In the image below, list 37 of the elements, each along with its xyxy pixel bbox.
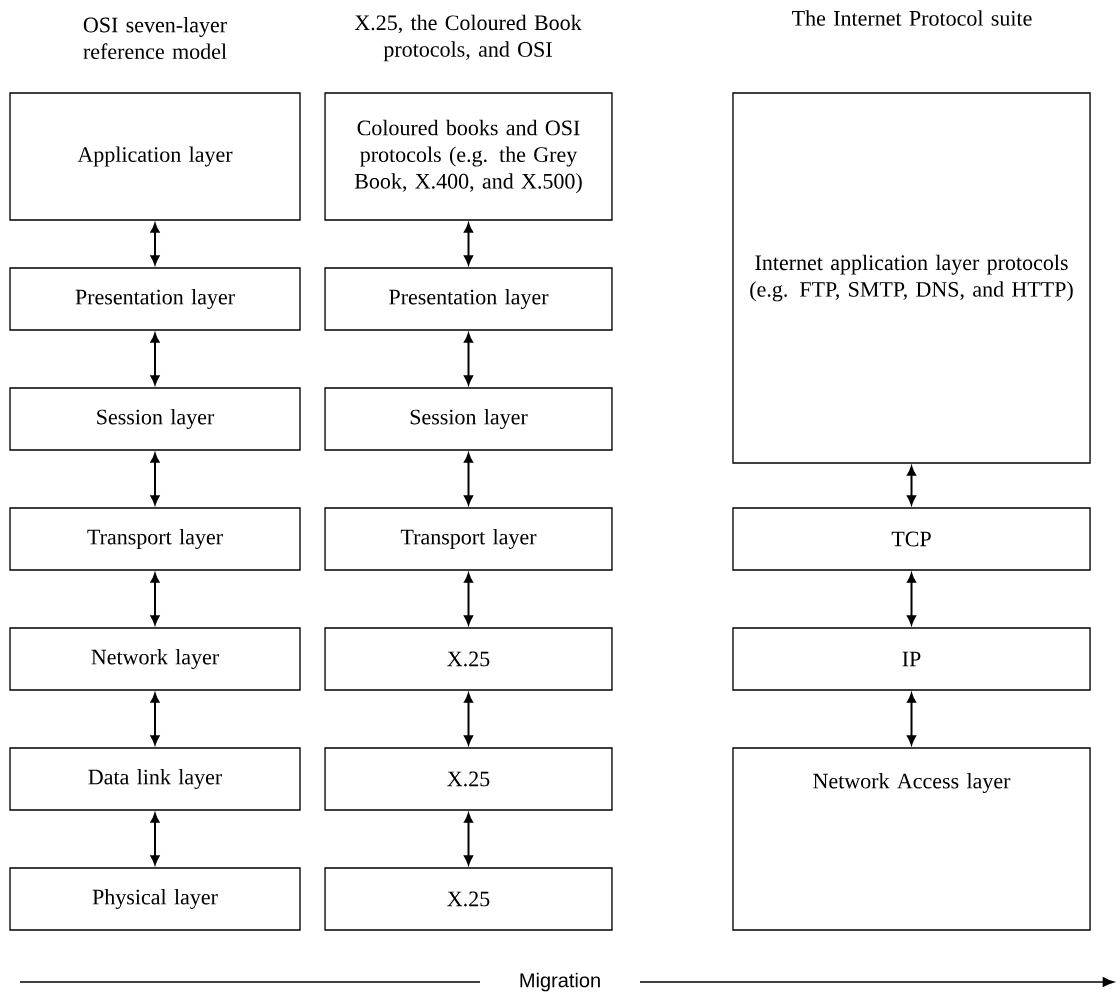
arrow	[907, 466, 916, 505]
arrow	[150, 813, 160, 865]
arrow	[464, 333, 473, 385]
column-heading: OSI seven-layer reference model	[83, 16, 227, 60]
arrow	[907, 693, 916, 745]
layer-box: Physical layer	[9, 867, 301, 931]
layer-box: Presentation layer	[324, 267, 613, 331]
arrow-label: Migration	[520, 972, 600, 992]
arrow	[150, 223, 160, 265]
arrow	[150, 573, 160, 625]
layer-box: Network Access layer	[732, 747, 1091, 931]
column-heading: The Internet Protocol suite	[792, 10, 1032, 26]
layer-box: Application layer	[9, 92, 301, 221]
layer-box: IP	[732, 627, 1091, 691]
layer-box: Coloured books and OSI protocols (e.g. the Grey Book, X.400, and X.500)	[324, 92, 613, 221]
arrow	[150, 333, 160, 385]
layer-box: X.25	[324, 747, 613, 811]
arrow	[907, 573, 916, 625]
layer-box: Session layer	[324, 387, 613, 451]
layer-box: X.25	[324, 867, 613, 931]
column-heading: X.25, the Coloured Book protocols, and OSI	[354, 14, 582, 62]
layer-box: X.25	[324, 627, 613, 691]
layer-box: Transport layer	[9, 507, 301, 571]
layer-box: Session layer	[9, 387, 301, 451]
arrow	[464, 453, 473, 505]
arrow	[150, 693, 160, 745]
layer-box: Internet application layer protocols (e.g. FTP, SMTP, DNS, and HTTP)	[732, 92, 1091, 464]
arrow	[464, 573, 473, 625]
arrow	[464, 223, 473, 265]
arrow	[150, 453, 160, 505]
layer-box: Transport layer	[324, 507, 613, 571]
layer-box: Network layer	[9, 627, 301, 691]
layer-box: Data link layer	[9, 747, 301, 811]
layer-box: Presentation layer	[9, 267, 301, 331]
arrow	[464, 813, 473, 865]
layer-box: TCP	[732, 507, 1091, 571]
arrow	[464, 693, 473, 745]
